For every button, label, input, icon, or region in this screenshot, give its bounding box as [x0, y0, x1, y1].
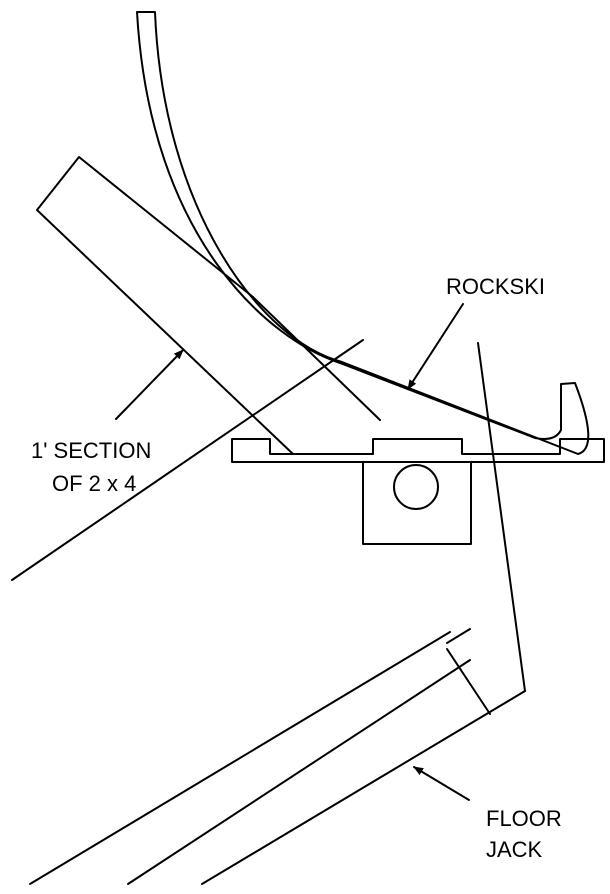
jack-arm-lower-edge [127, 659, 471, 885]
jack-arm-bracket-top [446, 628, 471, 644]
floor-jack [11, 339, 526, 885]
saddle-block [362, 461, 472, 545]
rockski-label: ROCKSKI [446, 274, 545, 299]
rockski-leader-arrow [407, 303, 464, 390]
jack-arm-bottom-edge [201, 690, 526, 885]
jack-arm-band [446, 648, 491, 715]
floor-jack-label-line2: JACK [486, 837, 543, 862]
wood-lower-edge [252, 296, 381, 421]
section-label-line2: OF 2 x 4 [52, 471, 136, 496]
rockski-bar [136, 11, 590, 455]
section-leader-arrow [115, 349, 184, 420]
jack-saddle-block [362, 461, 472, 545]
jack-arm-upper-edge [29, 631, 451, 885]
wood-2x4-section [36, 156, 381, 455]
section-label-line1: 1' SECTION [31, 438, 151, 463]
jack-lifting-pad [231, 438, 605, 463]
wood-top-end [36, 156, 294, 455]
jack-right-edge [477, 342, 526, 692]
jack-top-edge [11, 339, 364, 581]
jack-leader-arrow [413, 766, 470, 801]
floor-jack-label-line1: FLOOR [486, 806, 562, 831]
pivot-pin [393, 464, 439, 510]
